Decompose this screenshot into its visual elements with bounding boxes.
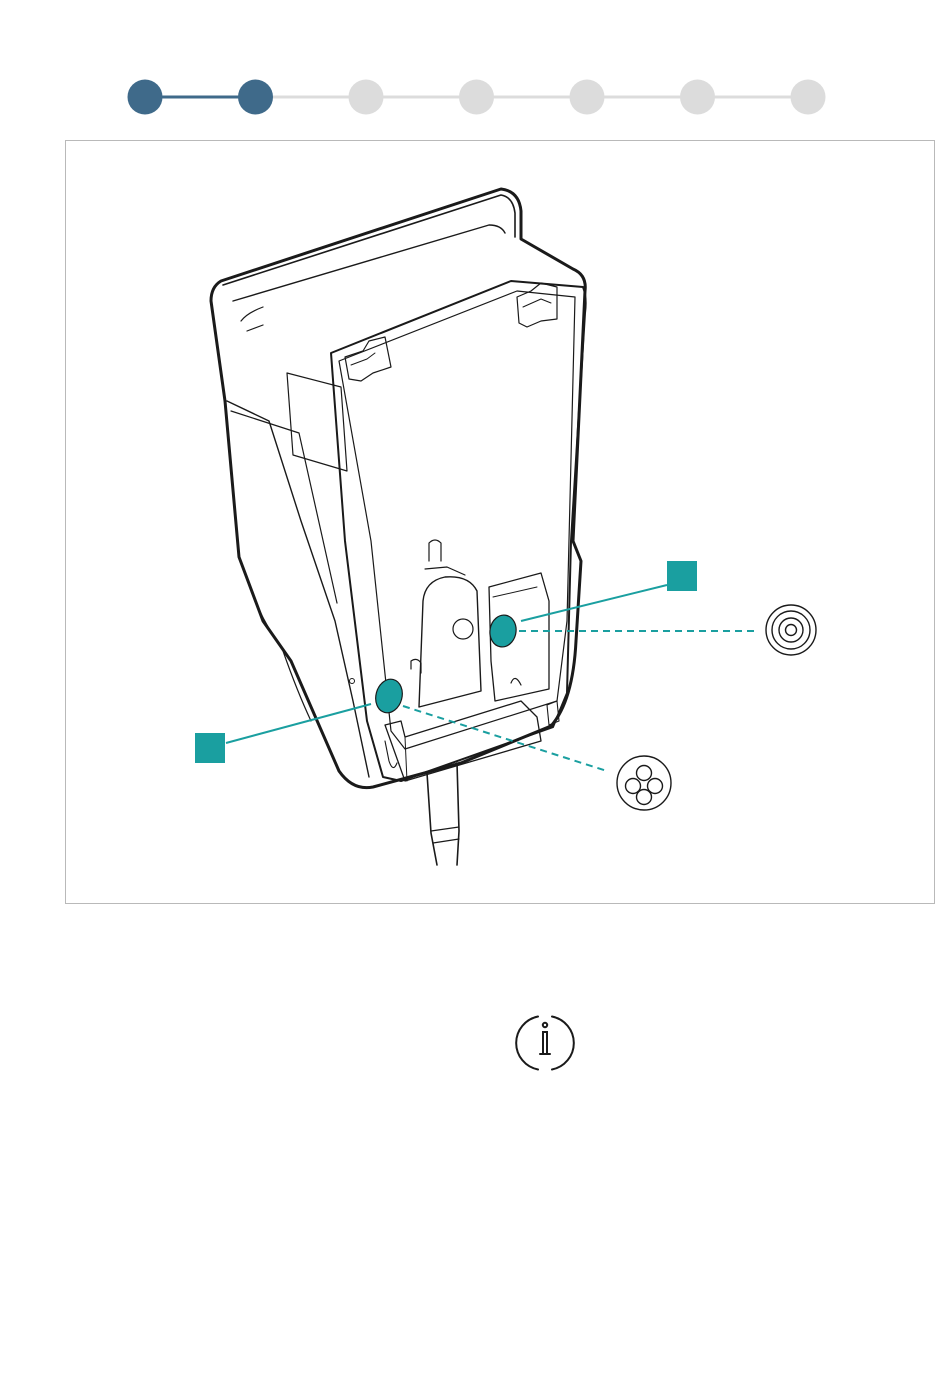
cable-entry-marker-right (487, 613, 518, 649)
stepper-dot-7 (791, 80, 826, 115)
stepper-dot-4 (459, 80, 494, 115)
stepper-dot-5 (570, 80, 605, 115)
leader-line-right (521, 585, 667, 621)
cable-gland-multi-hole-icon (617, 756, 671, 810)
dashed-line-left (403, 706, 607, 771)
illustration-frame (65, 140, 935, 904)
stepper-dot-3 (349, 80, 384, 115)
stepper-dot-2 (238, 80, 273, 115)
info-icon (514, 1012, 576, 1074)
callout-square-left (195, 733, 225, 763)
stepper-dot-1 (128, 80, 163, 115)
leader-line-left (226, 704, 371, 743)
cable-entry-marker-left (372, 676, 406, 716)
progress-stepper (0, 0, 950, 130)
stepper-dot-6 (680, 80, 715, 115)
charging-cable (427, 763, 459, 865)
wallbox-illustration (66, 141, 936, 905)
cable-gland-single-hole-icon (766, 605, 816, 655)
callout-square-right (667, 561, 697, 591)
